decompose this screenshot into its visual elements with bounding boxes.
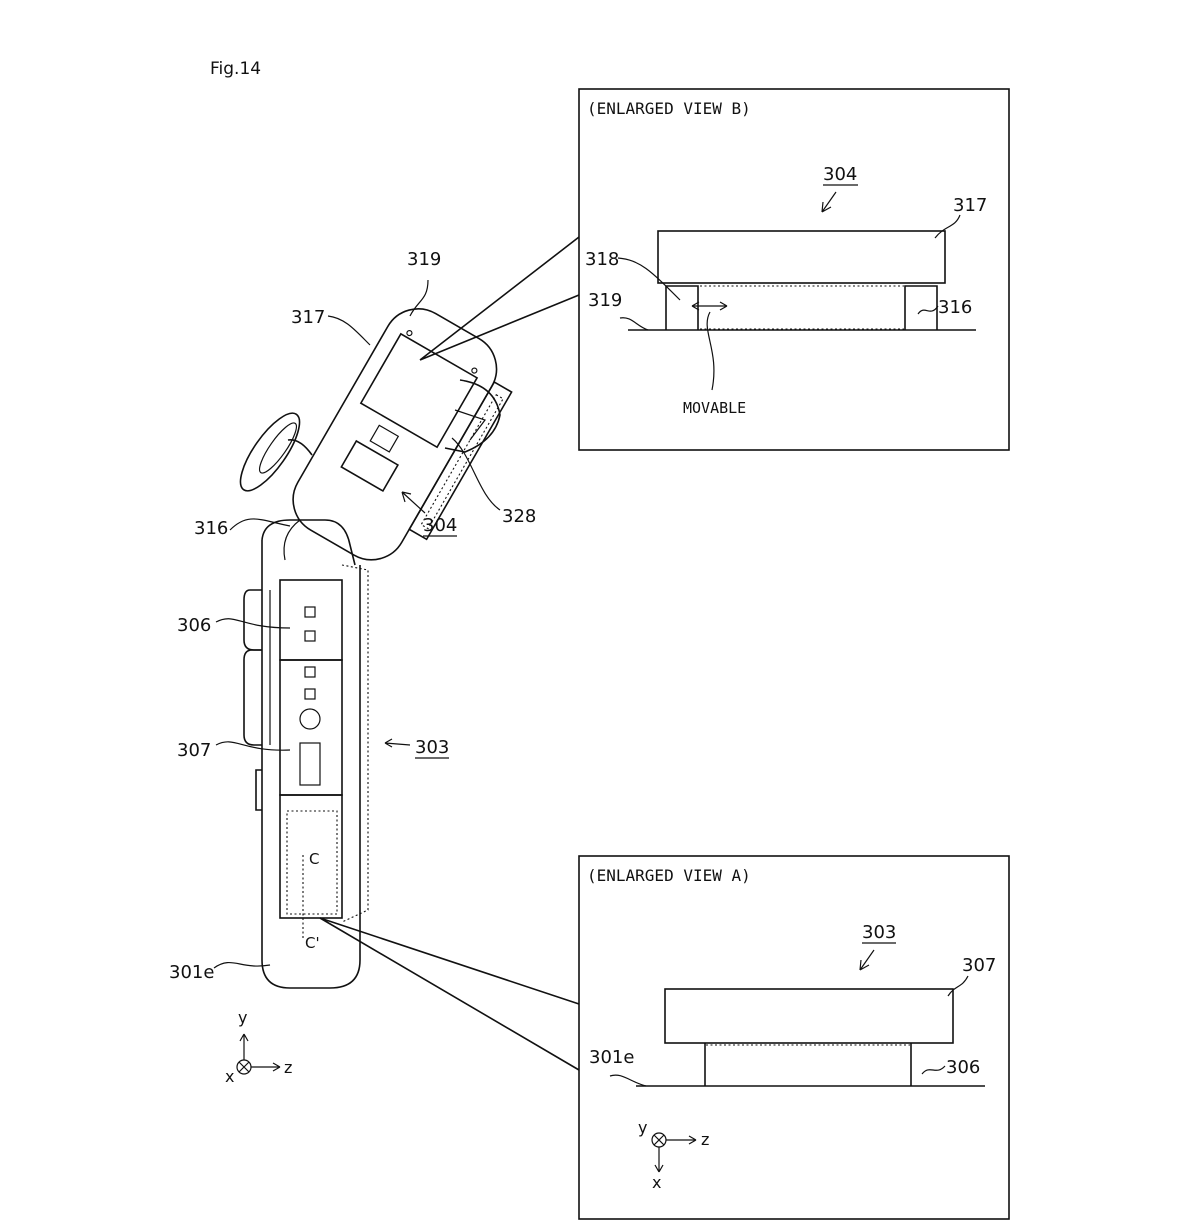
view-a-plate-307 [664, 988, 954, 1044]
panel-lower [279, 794, 343, 919]
upper-head [292, 308, 513, 561]
view-a-axis-y: y [638, 1118, 647, 1137]
main-axis-y: y [238, 1008, 247, 1027]
view-a-leader-307 [947, 975, 969, 997]
view-a-label-301e: 301e [589, 1047, 634, 1068]
head-plate-317 [359, 332, 479, 449]
view-a-label-307: 307 [962, 955, 996, 976]
view-b-plate-317 [657, 230, 946, 284]
view-a-leader-306 [921, 1065, 946, 1075]
view-b-label-317: 317 [953, 195, 987, 216]
side-grip-small [255, 769, 262, 811]
main-device: C C' 319 317 316 304 [169, 249, 536, 1086]
view-b-title: (ENLARGED VIEW B) [587, 99, 751, 118]
enlarged-view-b: (ENLARGED VIEW B) 304 MOVABLE 317 318 31… [578, 88, 1010, 451]
elbow-joint-316 [261, 519, 356, 566]
knob [239, 412, 313, 492]
display-window [299, 742, 321, 786]
view-b-movable-leader [706, 311, 715, 391]
view-b-leader-319 [619, 317, 649, 331]
view-b-movable-arrow [691, 301, 728, 311]
view-b-block-316 [904, 285, 938, 330]
leader-319 [409, 279, 429, 317]
main-axes: y z x [225, 1008, 292, 1086]
view-a-axis-x: x [652, 1173, 661, 1192]
view-a-label-306: 306 [946, 1057, 980, 1078]
label-306: 306 [177, 615, 211, 636]
view-a-leader-301e [609, 1074, 647, 1087]
label-307: 307 [177, 740, 211, 761]
view-a-ref-303: 303 [862, 922, 896, 943]
label-316: 316 [194, 518, 228, 539]
view-a-axes: y z x [638, 1118, 709, 1192]
arrow-303 [384, 738, 411, 748]
head-side-rail-dotted [420, 393, 504, 530]
main-axis-x: x [225, 1067, 234, 1086]
panel-306 [279, 579, 343, 661]
label-304: 304 [423, 515, 457, 536]
label-301e: 301e [169, 962, 214, 983]
main-axis-z: z [284, 1058, 292, 1077]
handle-dotted-outline [341, 564, 369, 923]
view-b-leader-318 [617, 257, 681, 301]
label-319: 319 [407, 249, 441, 270]
arrow-304 [401, 491, 426, 514]
view-a-title: (ENLARGED VIEW A) [587, 866, 751, 885]
view-b-movable-label: MOVABLE [683, 399, 746, 417]
elbow-inner [283, 519, 301, 561]
view-b-leader-317 [934, 214, 961, 239]
label-328: 328 [502, 506, 536, 527]
leader-306 [215, 618, 291, 629]
view-a-ref-arrow [859, 949, 875, 971]
enlarged-view-a: (ENLARGED VIEW A) 303 307 301e 306 y z x [578, 855, 1010, 1220]
side-grip-307 [243, 649, 262, 746]
view-b-ref-arrow [821, 191, 837, 213]
leader-328 [451, 437, 501, 511]
panel-307 [279, 659, 343, 796]
button-square [304, 630, 316, 642]
head-slot [369, 424, 400, 453]
head-side-rail [408, 380, 513, 541]
view-b-frame [578, 88, 1010, 451]
view-a-axis-z: z [701, 1130, 709, 1149]
figure-title: Fig.14 [210, 59, 261, 79]
view-b-connector [419, 236, 580, 361]
label-c: C [309, 850, 319, 868]
button-square [304, 606, 316, 618]
label-303: 303 [415, 737, 449, 758]
handle-body [261, 540, 361, 989]
leader-316 [229, 518, 291, 531]
side-grip-306 [243, 589, 262, 651]
button-round [299, 708, 321, 730]
view-b-label-316: 316 [938, 297, 972, 318]
view-b-leader-316 [917, 305, 939, 315]
view-b-label-319: 319 [588, 290, 622, 311]
leader-307 [215, 741, 291, 751]
view-b-label-318: 318 [585, 249, 619, 270]
view-b-ref-304: 304 [823, 164, 857, 185]
clip-328 [444, 379, 501, 453]
leader-317 [327, 315, 371, 346]
clip-inner [454, 409, 486, 441]
view-a-connector [319, 917, 580, 1071]
button-square [304, 688, 316, 700]
leader-301e [213, 961, 271, 969]
button-square [304, 666, 316, 678]
view-a-frame [578, 855, 1010, 1220]
head-window [340, 439, 400, 493]
view-b-block-318 [665, 285, 699, 330]
label-c-prime: C' [305, 934, 320, 952]
label-317: 317 [291, 307, 325, 328]
